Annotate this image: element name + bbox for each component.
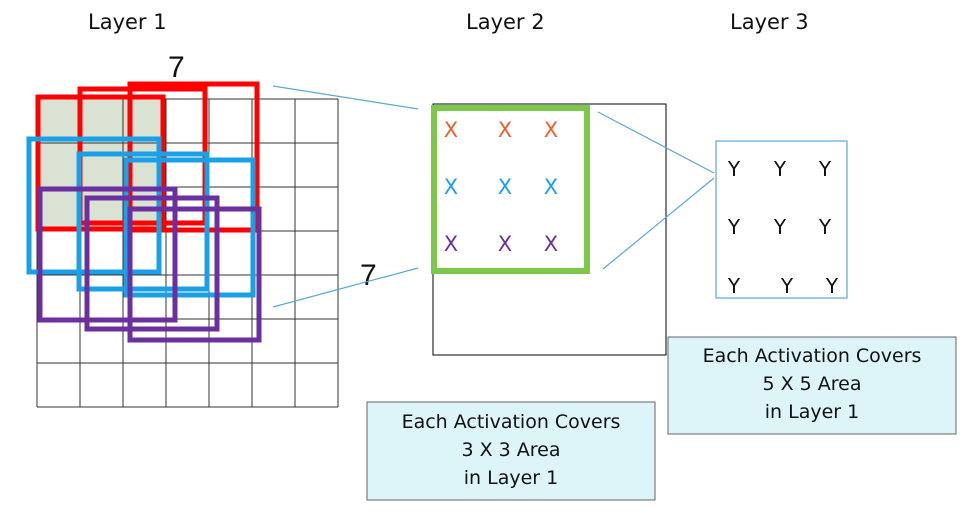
blue-field-box-1 — [26, 136, 162, 275]
layer-3-activation: Y — [727, 215, 741, 239]
purple-field-box-2 — [84, 195, 220, 332]
layer-2-activation: X — [544, 118, 558, 142]
connectors-layer1-to-layer2 — [272, 85, 419, 308]
width-label: 7 — [168, 51, 185, 84]
layer-3-activation: Y — [773, 215, 787, 239]
layer-2-caption-box — [366, 401, 656, 501]
layer-2-caption-line-1: Each Activation Covers — [402, 411, 621, 433]
layer-1-heading: Layer 1 — [88, 10, 167, 34]
layer-3-activation: Y — [727, 274, 741, 298]
purple-field-box-3 — [127, 206, 262, 343]
connector-bottom-2-3 — [602, 177, 715, 270]
connector-bottom-1-2 — [272, 267, 419, 308]
layer-3-heading: Layer 3 — [730, 10, 809, 34]
layer-3-caption: Each Activation Covers 5 X 5 Area in Lay… — [667, 336, 957, 435]
layer-3-caption-box — [667, 336, 957, 435]
layer-3-activation: Y — [825, 274, 839, 298]
layer-3-caption-line-3: in Layer 1 — [765, 401, 859, 423]
layer-3-activation: Y — [727, 157, 741, 181]
layer-1-field-boxes — [26, 81, 262, 343]
layer-2-activation: X — [498, 175, 512, 199]
layer-3-activation: Y — [780, 274, 794, 298]
layer-3-caption-line-2: 5 X 5 Area — [762, 373, 861, 395]
layer-2-heading: Layer 2 — [466, 10, 545, 34]
layer-3-feature-map — [715, 140, 848, 299]
blue-field-box-2 — [76, 151, 210, 292]
layer-2-activations: X X X X X X X X X — [444, 118, 558, 256]
layer-2-activation: X — [444, 175, 458, 199]
layer-2-caption-line-3: in Layer 1 — [464, 467, 558, 489]
layer-3-activation: Y — [773, 157, 787, 181]
layer-2-activation: X — [444, 118, 458, 142]
connectors-layer2-to-layer3 — [597, 111, 715, 270]
connector-top-1-2 — [272, 85, 419, 110]
layer-2-caption: Each Activation Covers 3 X 3 Area in Lay… — [366, 401, 656, 501]
layer-2-activation: X — [544, 175, 558, 199]
blue-field-box-3 — [123, 157, 256, 298]
layer-3-activation: Y — [818, 157, 832, 181]
layer-2-activation: X — [444, 232, 458, 256]
red-field-box-1 — [35, 94, 166, 232]
layer-3-caption-line-1: Each Activation Covers — [703, 345, 922, 367]
layer-2-activation: X — [498, 232, 512, 256]
layer-3-activations: Y Y Y Y Y Y Y Y Y — [727, 157, 839, 298]
layer-2-activation: X — [544, 232, 558, 256]
layer-2-caption-line-2: 3 X 3 Area — [461, 439, 560, 461]
height-label: 7 — [360, 259, 377, 292]
layer-2-activation: X — [498, 118, 512, 142]
layer-2-highlight-box — [431, 105, 590, 274]
purple-field-box-1 — [37, 186, 178, 323]
red-field-box-3 — [127, 81, 260, 233]
layer-2-feature-map — [432, 103, 667, 356]
connector-top-2-3 — [597, 111, 715, 174]
layer-3-activation: Y — [818, 215, 832, 239]
